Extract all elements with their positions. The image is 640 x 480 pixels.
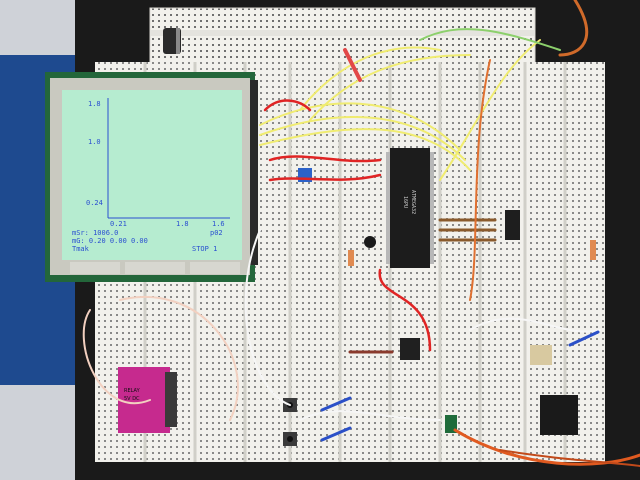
lcd-readout: mSr: 1006.0: [72, 229, 118, 237]
lcd-readout: mG: 0.20 0.00 0.00: [72, 237, 148, 245]
lcd-readout: Tmak: [72, 245, 90, 253]
terminal-block: [445, 415, 457, 433]
resistor: [590, 240, 596, 260]
lcd-status: STOP 1: [192, 245, 217, 253]
chip-label: 16PU: [402, 196, 408, 208]
lcd-marker: p02: [210, 229, 223, 237]
lcd-pin-header: [250, 80, 258, 265]
push-button-cap: [287, 436, 293, 442]
chip-label: ATMEGA32: [410, 190, 416, 214]
relay: RELAY 5V DC: [118, 367, 177, 433]
small-ic: [505, 210, 520, 240]
lcd-y-tick: 0.24: [86, 199, 103, 207]
lcd-x-tick: 0.21: [110, 220, 127, 228]
resistor: [348, 250, 354, 266]
lcd-y-tick: 1.0: [88, 138, 101, 146]
lcd-screen: [62, 90, 242, 260]
lcd-y-tick: 1.8: [88, 100, 101, 108]
jumper-wires: [82, 0, 640, 467]
microcontroller-chip: ATMEGA32 16PU: [386, 148, 434, 268]
trimmer: [530, 345, 552, 365]
sensor-module: [540, 395, 578, 435]
electrolytic-capacitor: [163, 28, 181, 54]
relay-label: RELAY: [124, 388, 141, 394]
small-capacitor: [364, 236, 376, 248]
lcd-module: 1.8 1.0 0.24 0.21 1.8 1.6 p02 mSr: 1006.…: [45, 72, 255, 282]
lcd-x-tick: 1.8: [176, 220, 189, 228]
lcd-x-tick: 1.6: [212, 220, 225, 228]
relay-label: 5V DC: [124, 396, 140, 402]
voltage-regulator: [400, 338, 420, 360]
